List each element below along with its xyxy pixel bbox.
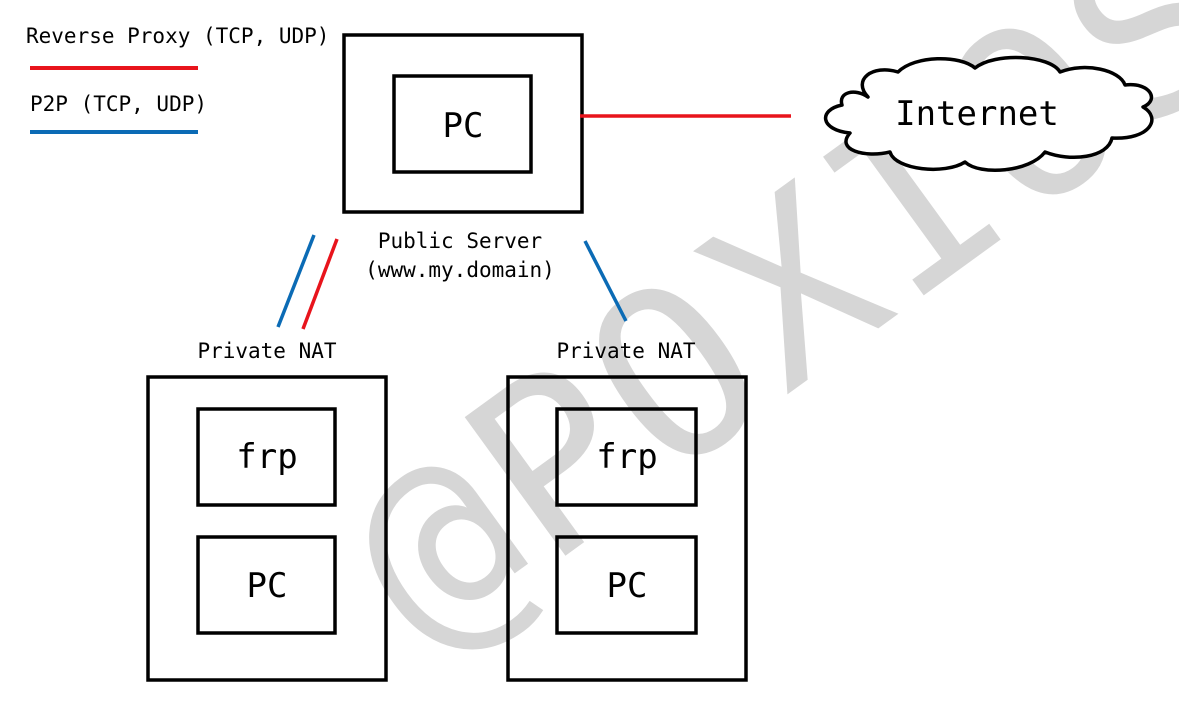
pc-right-label: PC xyxy=(607,566,648,606)
reverse-proxy-link-left xyxy=(301,238,339,330)
cloud-icon xyxy=(823,55,1154,173)
private-nat-right-caption: Private NAT xyxy=(556,339,695,363)
private-nat-left-box xyxy=(146,375,388,682)
public-server-pc-label: PC xyxy=(443,106,484,146)
frp-left-label: frp xyxy=(236,437,297,477)
frp-right-label: frp xyxy=(596,437,657,477)
pc-right-box xyxy=(555,535,698,635)
pc-left-box xyxy=(196,535,337,635)
p2p-link-left xyxy=(276,234,316,328)
legend-reverse-proxy-label: Reverse Proxy (TCP, UDP) xyxy=(26,24,329,48)
legend-p2p-label: P2P (TCP, UDP) xyxy=(30,92,207,116)
frp-right-box xyxy=(555,407,698,507)
public-server-domain: (www.my.domain) xyxy=(365,258,555,282)
public-server: PC Public Server (www.my.domain) xyxy=(342,33,584,282)
frp-left-box xyxy=(196,407,337,507)
private-nat-right-box xyxy=(506,375,748,682)
public-server-pc-box xyxy=(392,74,533,174)
private-nat-right: Private NAT frp PC xyxy=(506,339,748,682)
p2p-link-right xyxy=(583,240,628,322)
private-nat-left: Private NAT frp PC xyxy=(146,339,388,682)
internet-cloud: Internet xyxy=(823,55,1154,173)
internet-label: Internet xyxy=(895,94,1059,134)
public-server-box xyxy=(342,33,584,214)
legend: Reverse Proxy (TCP, UDP) P2P (TCP, UDP) xyxy=(26,24,329,134)
private-nat-left-caption: Private NAT xyxy=(197,339,336,363)
pc-left-label: PC xyxy=(247,566,288,606)
public-server-caption: Public Server xyxy=(378,229,542,253)
